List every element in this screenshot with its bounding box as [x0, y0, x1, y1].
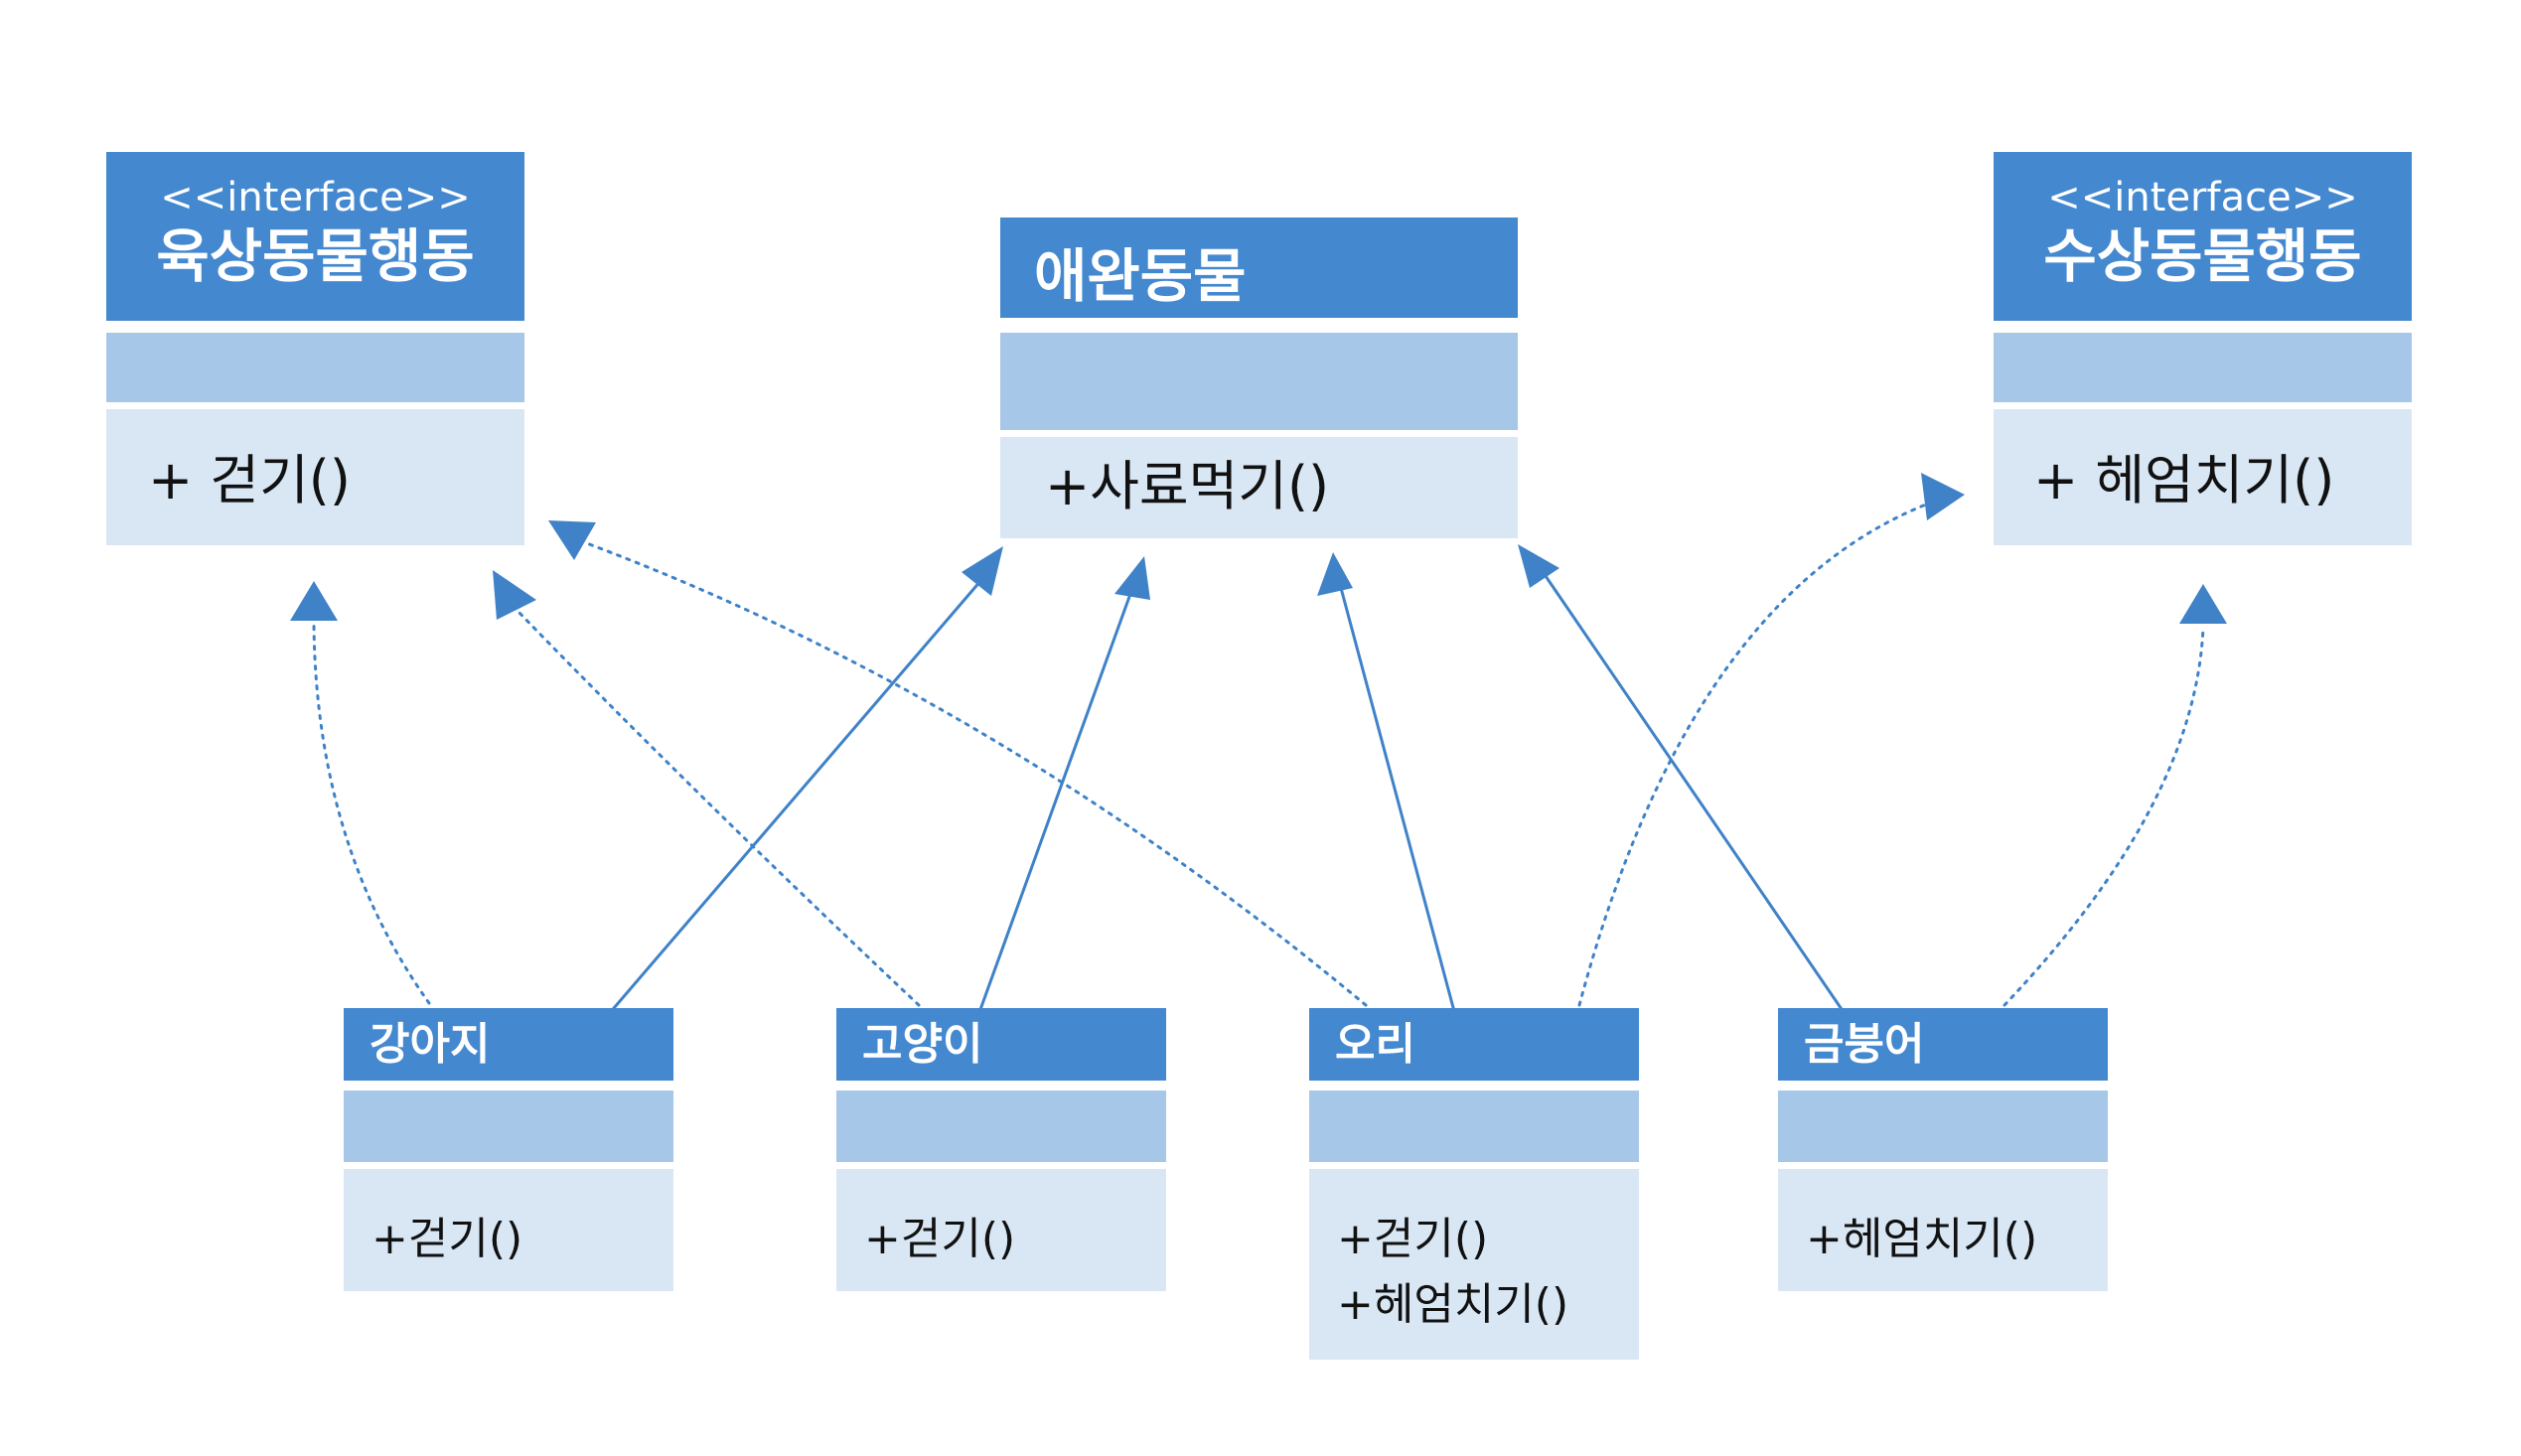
- attributes-compartment: [1000, 333, 1518, 430]
- method-label: + 걷기(): [148, 449, 351, 511]
- class-name: 수상동물행동: [2043, 222, 2362, 290]
- method-label: +걷기(): [371, 1214, 523, 1264]
- attributes-compartment: [106, 333, 524, 402]
- arrowhead-icon: [290, 581, 338, 621]
- water-behavior-interface: <<interface>> 수상동물행동 + 헤엄치기(): [1994, 152, 2412, 545]
- class-name: 오리: [1335, 1019, 1415, 1070]
- duck-to-water-line: [1577, 501, 1933, 1007]
- attributes-compartment: [836, 1091, 1166, 1162]
- stereotype-label: <<interface>>: [2047, 175, 2358, 220]
- methods-compartment: +걷기(): [344, 1169, 673, 1291]
- cat-class: 고양이 +걷기(): [836, 1008, 1166, 1291]
- class-header: 오리: [1309, 1008, 1639, 1081]
- arrowhead-icon: [493, 570, 536, 620]
- methods-compartment: +걷기() +헤엄치기(): [1309, 1169, 1639, 1360]
- goldfish-to-pet-line: [1544, 575, 1848, 1016]
- class-name: 고양이: [862, 1019, 983, 1070]
- class-header: 애완동물: [1000, 218, 1518, 318]
- duck-class: 오리 +걷기() +헤엄치기(): [1309, 1008, 1639, 1360]
- attributes-compartment: [1994, 333, 2412, 402]
- goldfish-to-water-line: [2002, 626, 2205, 1007]
- method-label: +사료먹기(): [1045, 455, 1330, 517]
- method-label: +걷기(): [864, 1214, 1016, 1264]
- arrowhead-icon: [1317, 552, 1353, 596]
- class-name: 애완동물: [1034, 242, 1247, 310]
- arrowhead-icon: [2179, 584, 2227, 624]
- methods-compartment: +걷기(): [836, 1169, 1166, 1291]
- class-name: 육상동물행동: [156, 222, 475, 290]
- duck-to-land-line: [582, 540, 1368, 1007]
- arrowhead-icon: [962, 546, 1003, 596]
- duck-to-pet-line: [1339, 587, 1457, 1016]
- method-label: +걷기(): [1337, 1214, 1489, 1264]
- goldfish-class: 금붕어 +헤엄치기(): [1778, 1008, 2108, 1291]
- cat-to-pet-line: [976, 593, 1132, 1016]
- class-name: 금붕어: [1804, 1019, 1925, 1070]
- method-label: + 헤엄치기(): [2033, 449, 2335, 511]
- cat-to-land-line: [515, 608, 921, 1007]
- attributes-compartment: [1309, 1091, 1639, 1162]
- attributes-compartment: [1778, 1091, 2108, 1162]
- stereotype-label: <<interface>>: [160, 175, 471, 220]
- class-header: 고양이: [836, 1008, 1166, 1081]
- dog-to-land-line: [312, 622, 431, 1005]
- methods-compartment: +헤엄치기(): [1778, 1169, 2108, 1291]
- method-label: +헤엄치기(): [1806, 1214, 2038, 1264]
- class-header: <<interface>> 육상동물행동: [106, 152, 524, 321]
- arrowhead-icon: [1114, 556, 1150, 600]
- methods-compartment: + 헤엄치기(): [1994, 409, 2412, 545]
- method-label: +헤엄치기(): [1337, 1279, 1569, 1330]
- pet-class: 애완동물 +사료먹기(): [1000, 218, 1518, 538]
- class-header: 강아지: [344, 1008, 673, 1081]
- class-header: <<interface>> 수상동물행동: [1994, 152, 2412, 321]
- attributes-compartment: [344, 1091, 673, 1162]
- arrowhead-icon: [548, 520, 596, 560]
- dog-class: 강아지 +걷기(): [344, 1008, 673, 1291]
- land-behavior-interface: <<interface>> 육상동물행동 + 걷기(): [106, 152, 524, 545]
- methods-compartment: + 걷기(): [106, 409, 524, 545]
- class-header: 금붕어: [1778, 1008, 2108, 1081]
- class-name: 강아지: [370, 1019, 491, 1070]
- methods-compartment: +사료먹기(): [1000, 437, 1518, 538]
- dog-to-pet-line: [606, 579, 983, 1016]
- arrowhead-icon: [1921, 473, 1965, 520]
- arrowhead-icon: [1518, 544, 1559, 588]
